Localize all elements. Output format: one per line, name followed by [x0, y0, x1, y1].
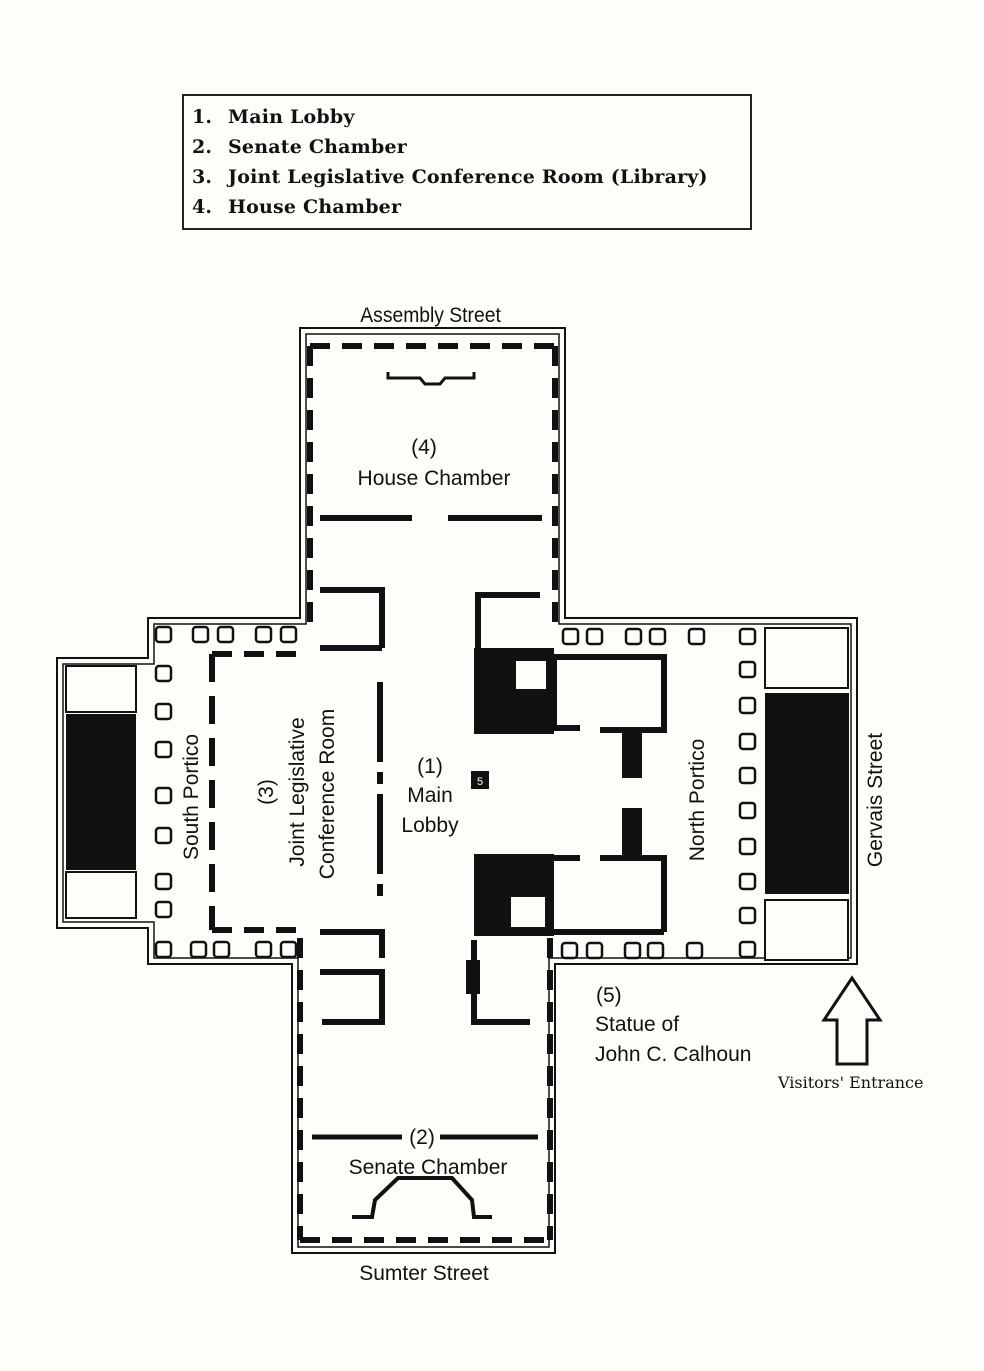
street-label-gervais: Gervais Street	[864, 733, 887, 867]
south-portico-columns	[154, 625, 298, 959]
legend-number: 4.	[192, 196, 213, 218]
lobby-line2: Lobby	[401, 814, 459, 837]
building-outline	[56, 327, 858, 1254]
east-wing-walls	[551, 654, 667, 935]
north-portico-columns	[560, 627, 757, 960]
entrance-arrow-icon	[821, 975, 883, 1066]
statue-line2: John C. Calhoun	[595, 1043, 751, 1066]
legend-label: Main Lobby	[228, 106, 355, 128]
statue-marker-label: 5	[477, 776, 483, 788]
lobby-walls-upper	[320, 587, 540, 651]
legend-label: Joint Legislative Conference Room (Libra…	[228, 166, 708, 188]
east-wing-pillars	[622, 730, 642, 860]
legend-box: 1. Main Lobby 2. Senate Chamber 3. Joint…	[182, 94, 752, 230]
legend-number: 2.	[192, 136, 213, 158]
statue-line1: Statue of	[595, 1013, 679, 1036]
senate-wing-walls	[297, 938, 553, 1243]
legend-item-conference-room: 3. Joint Legislative Conference Room (Li…	[192, 162, 750, 192]
visitors-entrance-label: Visitors' Entrance	[778, 1073, 924, 1092]
statue-number: (5)	[596, 984, 622, 1007]
lobby-number: (1)	[417, 755, 443, 778]
street-label-sumter: Sumter Street	[359, 1262, 489, 1285]
statue-marker	[471, 771, 489, 789]
legend-label: Senate Chamber	[228, 136, 407, 158]
conference-line1: Joint Legislative	[286, 717, 309, 866]
south-portico-label: South Portico	[180, 734, 203, 860]
legend-item-house-chamber: 4. House Chamber	[192, 192, 750, 222]
lobby-walls-lower	[320, 929, 530, 1025]
conference-room-walls	[209, 651, 383, 933]
north-portico-steps	[764, 627, 849, 961]
south-portico-steps	[65, 665, 137, 919]
legend-number: 1.	[192, 106, 213, 128]
conference-number: (3)	[255, 779, 278, 805]
house-chamber-name: House Chamber	[358, 467, 511, 490]
house-dais	[386, 372, 476, 386]
house-chamber-walls	[307, 343, 558, 630]
east-dark-rooms	[474, 648, 554, 936]
legend-item-main-lobby: 1. Main Lobby	[192, 102, 750, 132]
lobby-line1: Main	[407, 784, 453, 807]
senate-chamber-number: (2)	[409, 1126, 435, 1149]
lobby-lower-block	[466, 960, 480, 994]
legend-item-senate-chamber: 2. Senate Chamber	[192, 132, 750, 162]
east-light-cutouts	[509, 659, 548, 929]
senate-chamber-name: Senate Chamber	[349, 1156, 508, 1179]
house-chamber-number: (4)	[411, 436, 437, 459]
conference-line2: Conference Room	[316, 709, 339, 879]
street-label-assembly: Assembly Street	[360, 304, 501, 327]
legend-number: 3.	[192, 166, 213, 188]
legend-label: House Chamber	[228, 196, 402, 218]
senate-dais	[352, 1176, 492, 1219]
north-portico-label: North Portico	[686, 739, 709, 862]
